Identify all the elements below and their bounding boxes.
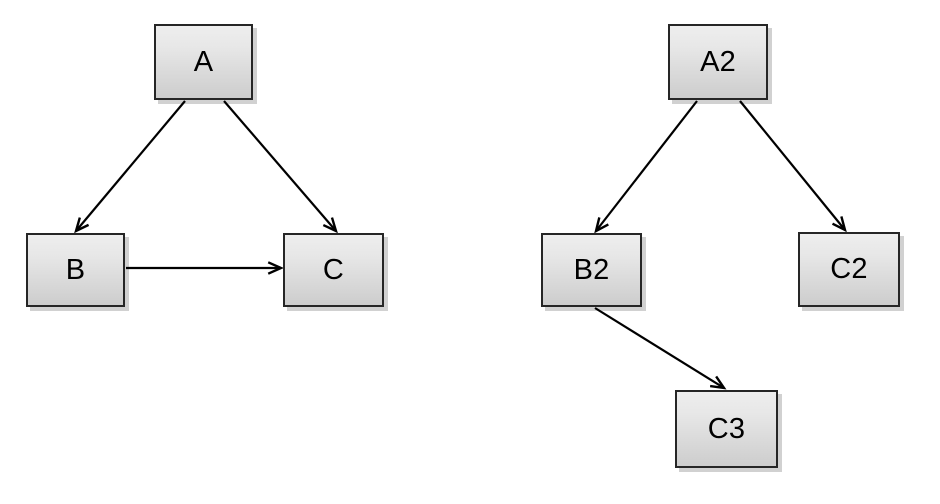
node-label: A2 [700, 45, 736, 78]
arrowhead-icon [594, 217, 609, 234]
edge-line [595, 100, 698, 232]
node-label: C2 [830, 253, 868, 285]
node-c2[interactable]: C2 [798, 232, 900, 307]
node-label: C3 [707, 412, 746, 445]
node-label: A [193, 45, 214, 78]
node-b[interactable]: B [26, 233, 125, 307]
edge-a2-to-c2 [739, 100, 847, 233]
edge-b-to-c [126, 261, 284, 275]
arrowhead-icon [322, 217, 338, 234]
edge-line [594, 307, 725, 389]
node-a2[interactable]: A2 [668, 24, 768, 100]
node-c3[interactable]: C3 [675, 390, 778, 468]
edge-line [75, 100, 186, 232]
arrowhead-icon [74, 217, 90, 234]
node-label: C [322, 253, 345, 286]
edge-b2-to-c3 [594, 307, 727, 390]
node-b2[interactable]: B2 [541, 233, 642, 307]
node-label: B [65, 253, 86, 286]
arrowhead-icon [709, 375, 727, 390]
node-a[interactable]: A [154, 24, 253, 100]
edge-line [223, 100, 337, 232]
node-c[interactable]: C [283, 233, 384, 307]
node-label: B2 [573, 253, 610, 286]
arrowhead-icon [267, 261, 284, 275]
edge-a-to-c [223, 100, 338, 234]
edge-a2-to-b2 [594, 100, 698, 234]
arrowhead-icon [831, 216, 847, 233]
edge-line [739, 100, 846, 231]
edge-a-to-b [74, 100, 186, 234]
